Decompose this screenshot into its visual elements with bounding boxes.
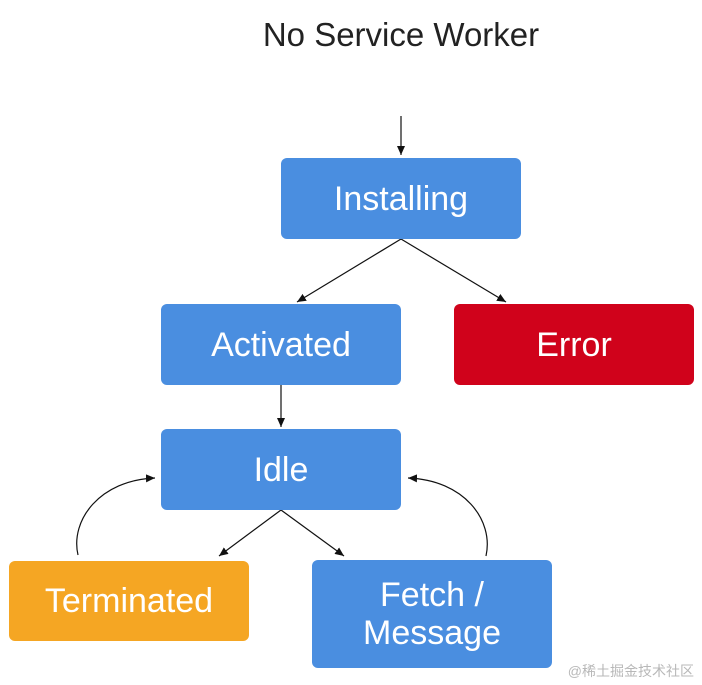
arrow-installing-to-activated: [296, 238, 402, 303]
arrow-idle-to-fetch-message: [280, 509, 345, 557]
node-activated: Activated: [161, 304, 401, 385]
node-installing: Installing: [281, 158, 521, 239]
node-error: Error: [454, 304, 694, 385]
arrow-installing-to-error: [400, 238, 507, 303]
arrow-idle-to-terminated: [218, 509, 282, 557]
start-state-label: No Service Worker: [262, 16, 540, 53]
watermark-text: @稀土掘金技术社区: [567, 663, 694, 679]
node-terminated: Terminated: [9, 561, 249, 641]
node-fetch-message: Fetch / Message: [312, 560, 552, 668]
arrow-terminated-to-idle: [76, 474, 156, 556]
arrow-fetch-message-to-idle: [407, 474, 488, 557]
node-idle: Idle: [161, 429, 401, 510]
